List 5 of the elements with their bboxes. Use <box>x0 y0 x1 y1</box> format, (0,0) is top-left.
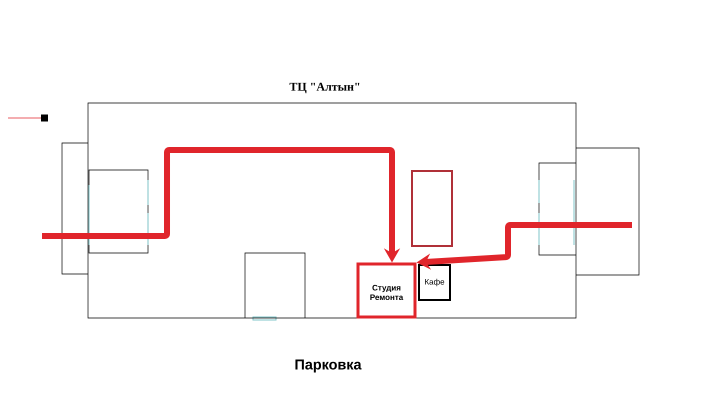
shop-box: Студия Ремонта <box>356 262 416 318</box>
cafe-box: Кафе <box>418 264 451 301</box>
shop-box <box>411 170 453 247</box>
building-name: ТЦ "Алтын" <box>290 82 360 94</box>
parking-label: Парковка <box>295 360 362 372</box>
